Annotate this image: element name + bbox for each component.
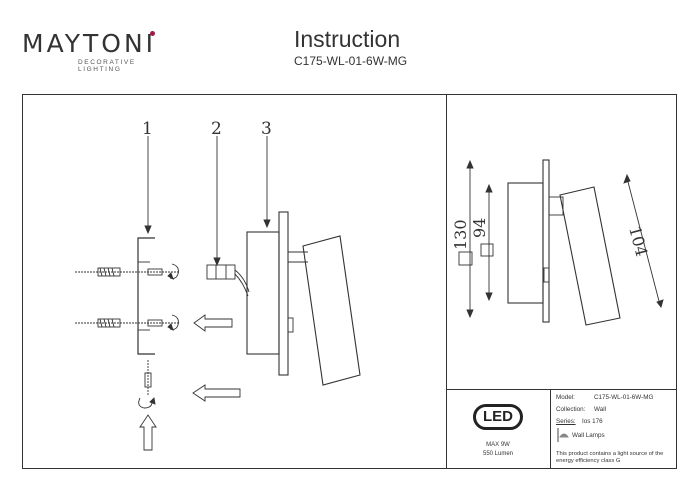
model-code: C175-WL-01-6W-MG [294,54,408,68]
dim-label-104: 104 [625,224,651,258]
rotate-arrow-vertical [138,397,153,409]
side-view-head [559,186,621,326]
led-badge: LED [473,404,523,430]
frame-divider-info [550,389,551,469]
lamp-type-label: Wall Lamps [572,432,605,439]
side-view-base [507,182,544,304]
side-view-arm [548,196,564,216]
push-arrow-up [139,414,157,451]
wire-1 [234,269,250,293]
push-arrow-right [193,314,233,332]
side-view-plate [542,159,550,323]
brand-logo: MAYTONI DECORATIVE LIGHTING [22,29,172,74]
spec-model-label: Model: [556,394,575,401]
square-symbol-130 [458,251,473,266]
lamp-base [246,231,280,355]
side-view-switch [543,267,550,283]
leader-arrow-3 [263,219,271,229]
lamp-head [302,235,361,386]
spec-collection-value: Wall [594,406,607,413]
push-arrow-lower [192,384,241,402]
dowel-bottom [97,318,121,328]
frame-divider-horizontal [446,389,677,390]
spec-series-value: Ios 176 [582,418,603,425]
leader-arrow-2 [213,257,221,267]
dowel-bottom-ribs [99,318,115,328]
energy-note: This product contains a light source of … [556,451,664,464]
dowel-top-ribs [99,267,115,277]
frame-divider-vertical [446,94,447,469]
screw-top [147,268,163,276]
led-info: LED MAX 9W 550 Lumen [446,390,550,469]
leader-arrow-1 [144,225,152,235]
terminal-block [206,264,236,280]
switch [287,317,294,333]
brand-tagline: DECORATIVE LIGHTING [78,59,136,73]
led-power: MAX 9W [486,442,510,448]
logo-accent-dot [150,31,155,36]
drawing-frame [22,94,677,469]
step-label-2: 2 [211,119,222,139]
spec-row-collection: Collection: Wall [556,404,676,416]
led-lumen: 550 Lumen [482,451,514,457]
spec-series-label: Series: [556,418,576,425]
step-label-1: 1 [142,119,153,139]
screw-bottom [147,319,163,327]
spec-table: Model: C175-WL-01-6W-MG Collection: Wall… [556,392,676,428]
spec-row-series: Series: Ios 176 [556,416,676,428]
dim-label-94: 94 [470,218,489,238]
square-symbol-94 [480,243,494,257]
spec-row-model: Model: C175-WL-01-6W-MG [556,392,676,404]
dowel-top [97,267,121,277]
spec-collection-label: Collection: [556,406,586,413]
screw-vertical [144,372,152,388]
title-block: Instruction C175-WL-01-6W-MG [294,26,408,69]
brand-name: MAYTONI [22,29,157,58]
dim-label-130: 130 [451,219,470,250]
mounting-bracket [137,237,155,355]
page-title: Instruction [294,26,401,52]
dim-line-104 [626,177,661,306]
spec-model-value: C175-WL-01-6W-MG [594,394,654,401]
wall-plate [278,211,289,376]
step-label-3: 3 [261,119,272,139]
